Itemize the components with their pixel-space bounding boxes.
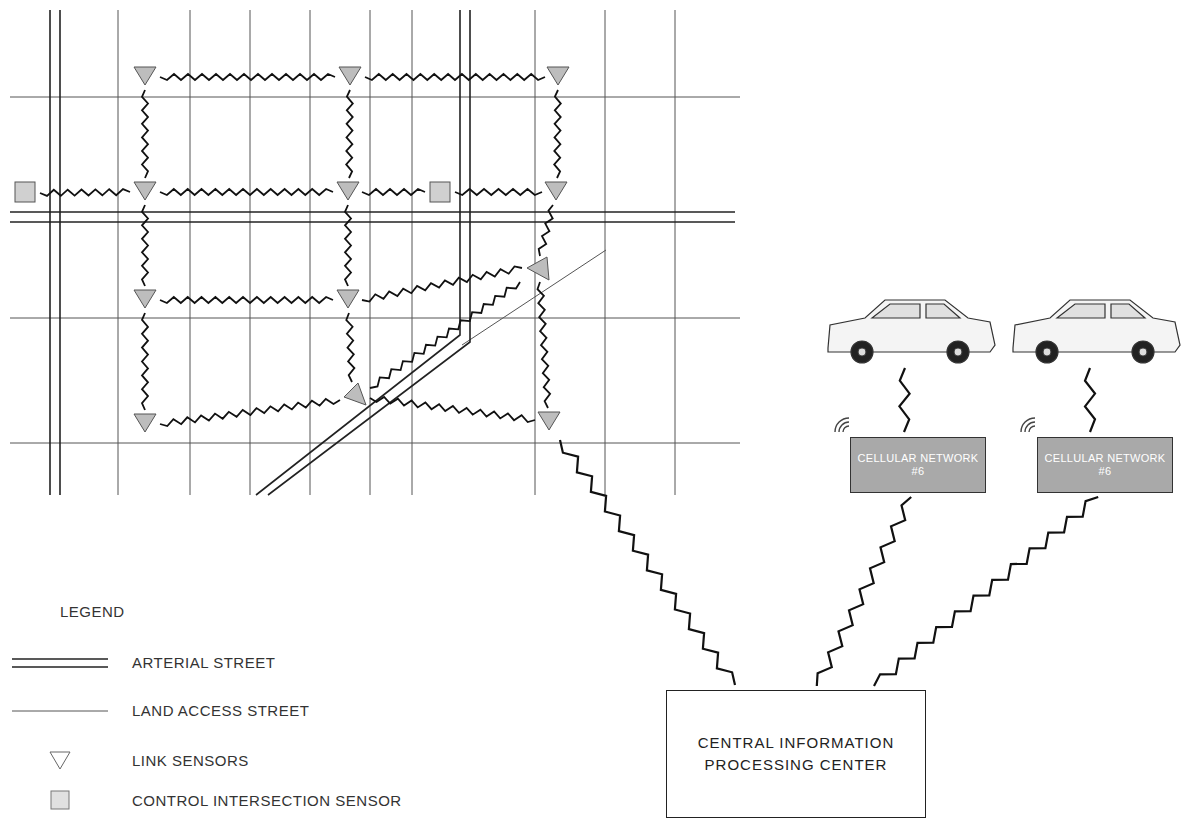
legend-heading: LEGEND [60,603,125,620]
car [1013,300,1180,363]
wireless-link [160,399,340,426]
wireless-link [362,189,425,195]
box-label: CELLULAR NETWORK #6 [857,452,979,478]
wireless-link [346,313,354,382]
processing-center-box: CENTRAL INFORMATION PROCESSING CENTER [666,690,926,818]
cellular-network-box: CELLULAR NETWORK #6 [1037,437,1173,493]
box-label: CELLULAR NETWORK #6 [1044,452,1166,478]
car [828,300,995,363]
control-intersection-sensors [15,182,450,202]
wireless-link [346,90,353,178]
wireless-link [160,189,333,195]
cellular-network-box: CELLULAR NETWORK #6 [850,437,986,493]
wireless-link [554,90,561,178]
wireless-link [539,205,553,256]
link-sensors [134,67,569,432]
legend-samples [12,659,108,809]
wireless-link [538,282,551,408]
wireless-connector [874,497,1098,686]
box-label: CENTRAL INFORMATION PROCESSING CENTER [677,732,915,776]
wireless-link [142,313,148,410]
legend-text: LAND ACCESS STREET [132,702,309,719]
wireless-link [40,189,130,196]
wireless-links [40,74,1095,685]
arterial-streets [10,10,735,495]
wireless-link [160,74,335,80]
wireless-link [345,205,351,286]
wireless-link [455,189,542,195]
legend-text: ARTERIAL STREET [132,654,275,671]
wireless-link [160,297,333,303]
wireless-link [370,397,535,422]
wireless-link [365,74,545,80]
wireless-link [370,282,520,388]
legend-text: CONTROL INTERSECTION SENSOR [132,792,402,809]
wireless-connector [817,497,911,686]
wireless-link [142,90,148,178]
land-access-streets [10,10,740,495]
wireless-link [899,368,909,432]
wireless-link [142,205,148,286]
radio-waves [835,418,1035,432]
wireless-link [560,440,735,685]
legend-text: LINK SENSORS [132,752,249,769]
wireless-link [1085,368,1095,432]
